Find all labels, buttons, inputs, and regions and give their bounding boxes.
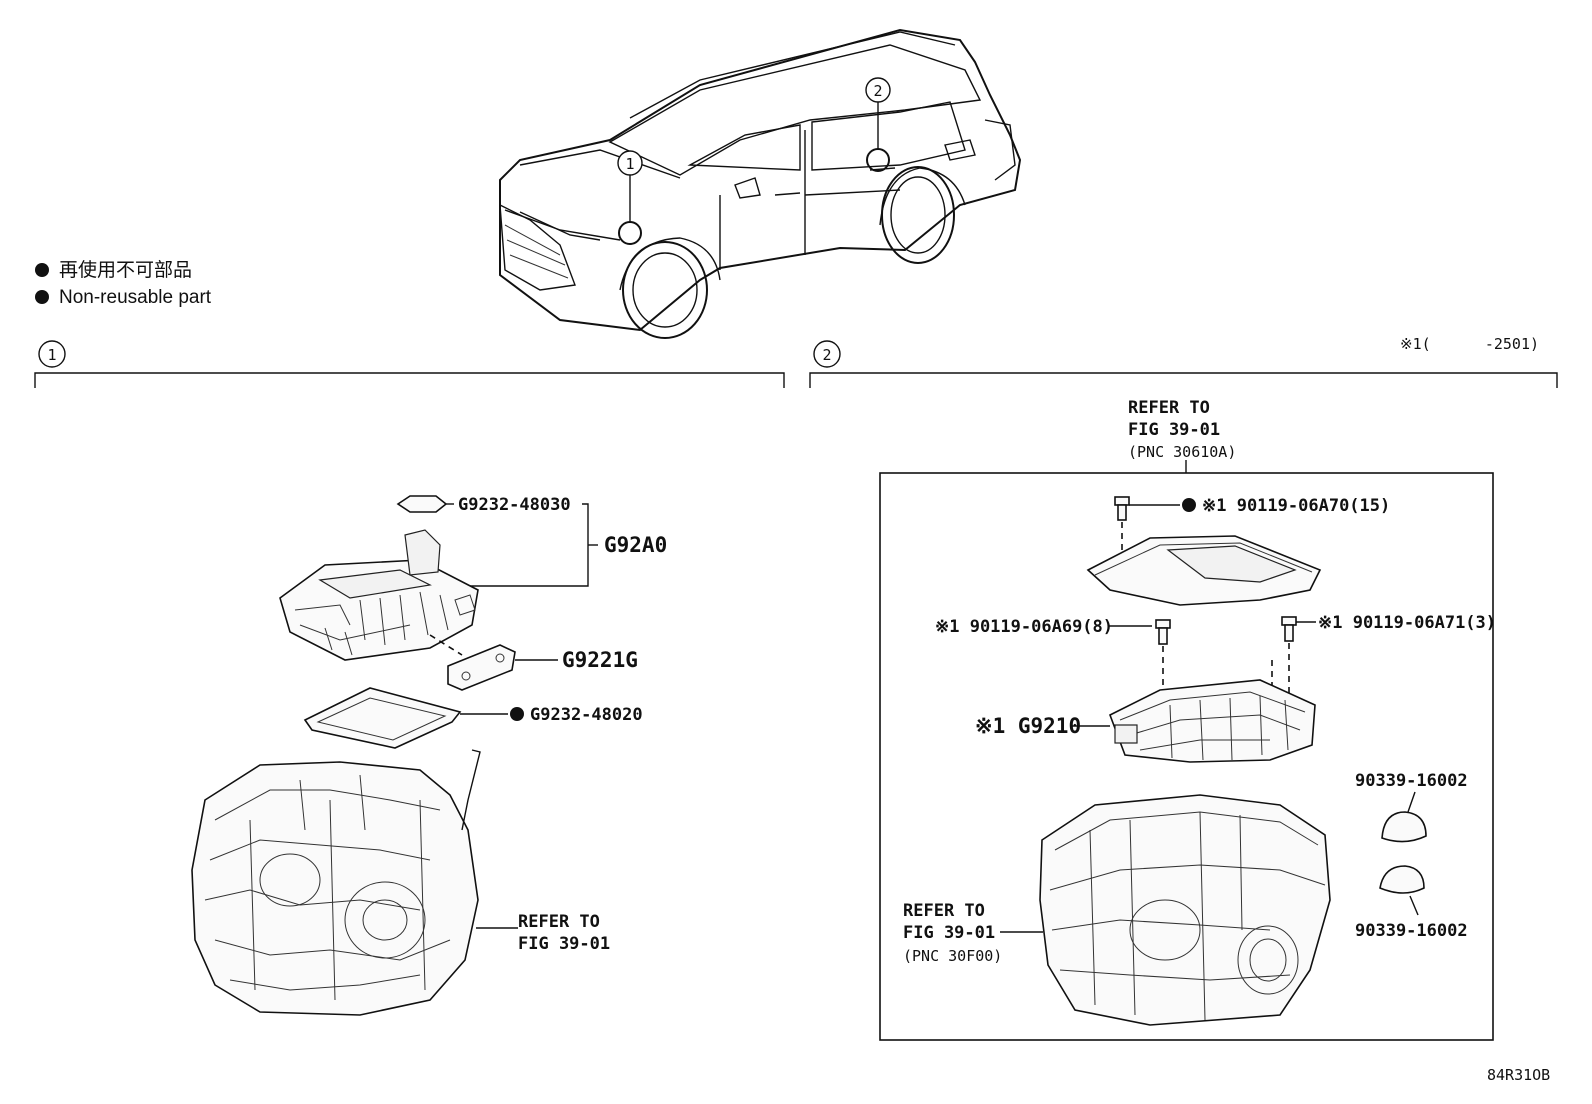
label-refer-to-1: REFER TO <box>518 912 600 932</box>
refer-bottom-line3: (PNC 30F00) <box>903 947 1002 965</box>
gasket-bottom-part <box>303 687 462 749</box>
refer-bottom-line1: REFER TO <box>903 901 985 921</box>
valve-body-assy-part <box>279 529 479 661</box>
hybrid-transaxle-part <box>1039 794 1331 1026</box>
section-2: 2 ※1( -2501) REFER TO FIG 39-01 (PNC 306… <box>809 335 1558 1041</box>
label-plug-bottom: 90339-16002 <box>1355 921 1468 941</box>
label-bolt-15: ※1 90119-06A70(15) <box>1202 496 1390 516</box>
label-bolt-8: ※1 90119-06A69(8) <box>935 617 1113 637</box>
refer-bottom-line2: FIG 39-01 <box>903 923 995 943</box>
vehicle-illustration: 1 2 <box>499 28 1022 339</box>
refer-top-line3: (PNC 30610A) <box>1128 443 1236 461</box>
legend-en: Non-reusable part <box>59 287 212 308</box>
section-1-number: 1 <box>47 346 56 364</box>
non-reusable-dot-icon <box>1182 498 1196 512</box>
section-2-box <box>879 472 1494 1041</box>
label-bolt-3: ※1 90119-06A71(3) <box>1318 613 1496 633</box>
plug-top-part <box>1381 811 1427 843</box>
label-g9232-48030: G9232-48030 <box>458 495 571 515</box>
marker-2-circle <box>865 77 891 103</box>
label-g9210: ※1 G9210 <box>975 714 1081 738</box>
label-fig-39-01-1: FIG 39-01 <box>518 934 610 954</box>
refer-top-line2: FIG 39-01 <box>1128 420 1220 440</box>
marker-1-circle <box>617 150 643 176</box>
section-1-bracket <box>34 372 785 388</box>
g9210-module-part <box>1108 679 1316 763</box>
section-1: 1 G9232-48030 G92A0 G9221G G9232-48020 <box>34 340 785 1016</box>
marker-1-label: 1 <box>625 155 634 173</box>
non-reusable-dot-icon <box>35 290 49 304</box>
label-g9232-48020: G9232-48020 <box>530 705 643 725</box>
section-2-bracket <box>809 372 1558 388</box>
gasket-top-part <box>396 495 448 513</box>
legend: 再使用不可部品 Non-reusable part <box>35 259 212 308</box>
label-plug-top: 90339-16002 <box>1355 771 1468 791</box>
bolt-15-part <box>1114 496 1130 521</box>
non-reusable-dot-icon <box>35 263 49 277</box>
section-2-note: ※1( -2501) <box>1400 335 1539 353</box>
bolt-8-part <box>1155 619 1171 645</box>
marker-2-label: 2 <box>873 82 882 100</box>
plate-part <box>447 644 516 691</box>
label-g9221g: G9221G <box>562 648 638 672</box>
plug-bottom-part <box>1379 865 1425 894</box>
non-reusable-dot-icon <box>510 707 524 721</box>
legend-jp: 再使用不可部品 <box>59 259 192 281</box>
refer-top-line1: REFER TO <box>1128 398 1210 418</box>
label-g92a0: G92A0 <box>604 533 667 557</box>
transaxle-part <box>191 749 481 1016</box>
section-2-number: 2 <box>822 346 831 364</box>
bolt-3-part <box>1281 616 1297 642</box>
figure-code: 84R31OB <box>1487 1066 1550 1084</box>
